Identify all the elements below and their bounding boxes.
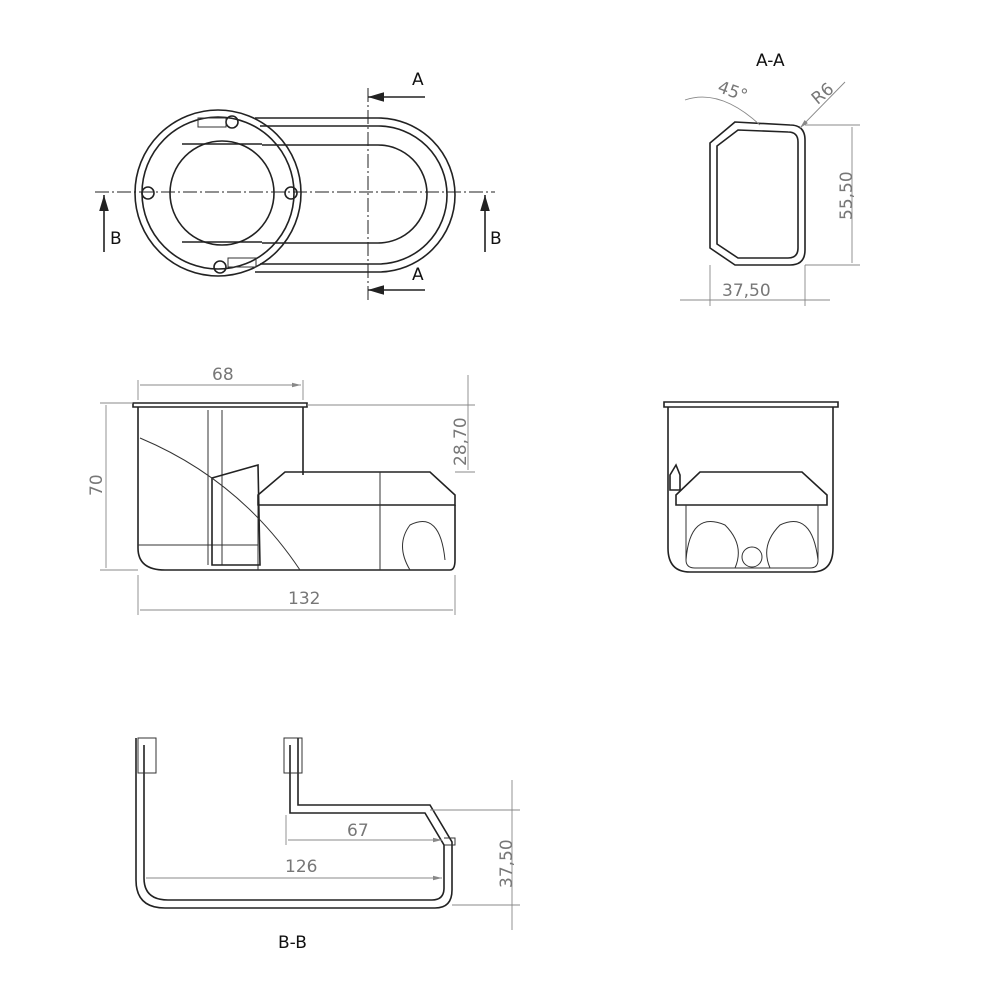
section-bb: 67 126 37,50 B-B	[135, 737, 520, 953]
angle-dimension: 45°	[715, 77, 750, 106]
side-view	[663, 401, 839, 573]
lid-height-dimension: 28,70	[451, 417, 471, 466]
section-label-b-left: B	[110, 229, 122, 249]
height-dimension-bb: 37,50	[497, 839, 517, 888]
inner-length-dimension: 67	[347, 821, 369, 841]
section-aa-title: A-A	[756, 51, 785, 71]
section-aa: A-A 45° R6 55,50 37,50	[680, 51, 860, 306]
section-label-b-right: B	[490, 229, 502, 249]
section-bb-title: B-B	[278, 933, 307, 953]
radius-dimension: R6	[808, 79, 838, 109]
top-view: A A B B	[95, 70, 502, 300]
total-height-dimension: 70	[87, 474, 107, 496]
front-view: 68 28,70 70 132	[87, 365, 475, 615]
height-dimension-aa: 55,50	[837, 171, 857, 220]
width-dimension-aa: 37,50	[722, 281, 771, 301]
section-label-a-bottom: A	[412, 265, 424, 285]
total-length-dimension: 132	[288, 589, 320, 609]
cup-width-dimension: 68	[212, 365, 234, 385]
total-length-dimension-bb: 126	[285, 857, 317, 877]
section-label-a-top: A	[412, 70, 424, 90]
